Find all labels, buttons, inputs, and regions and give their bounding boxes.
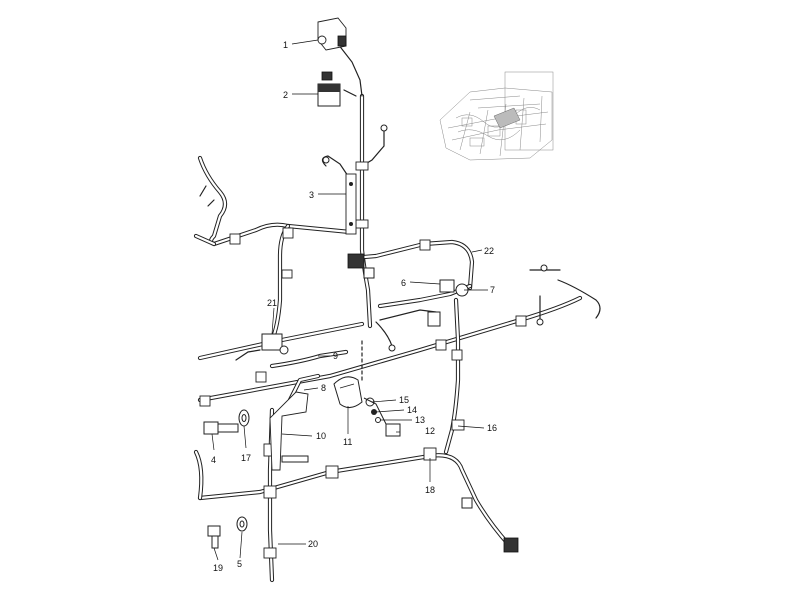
callout-8: 8 [321, 383, 326, 393]
callout-9: 9 [333, 351, 338, 361]
component-17-washer [238, 409, 250, 427]
callout-13: 13 [415, 415, 425, 425]
component-connector-center [347, 253, 375, 279]
callout-14: 14 [407, 405, 417, 415]
component-10-bracket [269, 391, 309, 471]
component-21-sensor [261, 333, 289, 355]
callout-3: 3 [309, 190, 314, 200]
component-6-7-junction [427, 279, 469, 327]
component-5-washer [236, 516, 248, 532]
callout-17: 17 [241, 453, 251, 463]
harness-clips [199, 161, 527, 559]
callout-1: 1 [283, 40, 288, 50]
component-2-module [317, 71, 341, 107]
callout-5: 5 [237, 559, 242, 569]
callout-18: 18 [425, 485, 435, 495]
component-ring-terminals [322, 124, 548, 352]
callout-7: 7 [490, 285, 495, 295]
callout-10: 10 [316, 431, 326, 441]
callout-11: 11 [343, 437, 352, 447]
callout-22: 22 [484, 246, 494, 256]
locator-thumbnail [439, 71, 554, 161]
callout-labels: 1 2 3 4 5 6 7 8 9 10 11 12 13 14 15 16 1… [211, 40, 497, 573]
callout-4: 4 [211, 455, 216, 465]
component-19-bolt [207, 525, 221, 549]
callout-16: 16 [487, 423, 497, 433]
callout-12: 12 [425, 426, 435, 436]
component-12-15-hardware [363, 397, 401, 437]
callout-2: 2 [283, 90, 288, 100]
callout-15: 15 [399, 395, 409, 405]
leader-lines [211, 39, 488, 561]
callout-19: 19 [213, 563, 223, 573]
callout-20: 20 [308, 539, 318, 549]
component-1-bracket [317, 17, 347, 51]
component-11-cover [333, 376, 363, 408]
component-18-end-plug [461, 497, 519, 553]
component-3-bracket [345, 173, 357, 235]
main-harness [193, 93, 601, 583]
callout-6: 6 [401, 278, 406, 288]
callout-21: 21 [267, 298, 277, 308]
component-4-bolt [203, 421, 239, 435]
